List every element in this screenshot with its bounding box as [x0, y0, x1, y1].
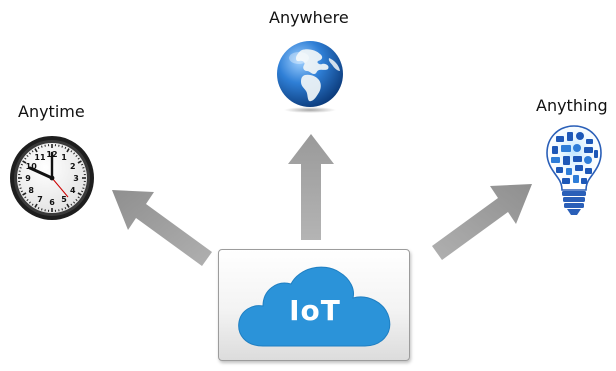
clock-tick	[22, 192, 27, 196]
clock-tick	[82, 187, 85, 189]
arrow-to-anywhere	[286, 132, 336, 242]
clock-tick	[64, 207, 67, 210]
clock-tick	[61, 208, 63, 211]
clock-tick	[37, 207, 40, 210]
iot-label: IoT	[289, 294, 341, 327]
clock-tick	[82, 167, 85, 169]
arrow-to-anything	[426, 176, 536, 266]
clock-tick	[75, 154, 78, 157]
clock-tick	[28, 201, 31, 204]
clock-tick	[34, 203, 38, 208]
clock-numeral: 3	[73, 174, 79, 183]
clock-tick	[77, 157, 80, 160]
clock-tick	[26, 154, 29, 157]
clock-tick	[70, 203, 73, 206]
clock-tick	[64, 146, 67, 149]
cloud-icon: IoT	[233, 260, 397, 354]
clock-tick	[31, 150, 34, 153]
clock-tick	[66, 203, 70, 208]
clock-tick	[77, 192, 82, 196]
clock-numeral: 9	[25, 174, 31, 183]
clock-tick	[28, 152, 31, 155]
clock-tick	[61, 145, 63, 148]
label-anything: Anything	[536, 96, 608, 115]
clock-numeral: 8	[28, 186, 34, 195]
clock-numeral: 2	[70, 162, 76, 171]
clock-tick	[24, 196, 27, 199]
clock-icon: 121234567891011	[8, 134, 96, 222]
clock-tick	[19, 167, 22, 169]
clock-tick	[73, 201, 76, 204]
clock-tick	[22, 160, 27, 164]
clock-tick	[81, 190, 84, 193]
clock-tick	[34, 148, 38, 153]
clock-numeral: 10	[26, 162, 38, 171]
clock-tick	[70, 150, 73, 153]
lightbulb-icon	[542, 122, 606, 218]
globe-icon	[272, 38, 348, 114]
clock-tick	[24, 157, 27, 160]
clock-numeral: 4	[70, 186, 76, 195]
arrow-to-anytime	[108, 182, 218, 272]
clock-tick	[31, 203, 34, 206]
clock-tick	[77, 160, 82, 164]
clock-tick	[77, 196, 80, 199]
clock-tick	[75, 199, 78, 202]
clock-tick	[41, 208, 43, 211]
clock-tick	[41, 145, 43, 148]
clock-numeral: 1	[61, 153, 67, 162]
clock-tick	[20, 190, 23, 193]
clock-tick	[66, 148, 70, 153]
clock-numeral: 7	[37, 195, 43, 204]
clock-numeral: 5	[61, 195, 67, 204]
label-anywhere: Anywhere	[269, 8, 349, 27]
clock-numeral: 11	[34, 153, 46, 162]
label-anytime: Anytime	[18, 102, 85, 121]
clock-tick	[37, 146, 40, 149]
clock-tick	[20, 163, 23, 166]
clock-tick	[26, 199, 29, 202]
clock-tick	[73, 152, 76, 155]
iot-center-box: IoT	[218, 249, 410, 361]
clock-tick	[81, 163, 84, 166]
clock-tick	[19, 187, 22, 189]
clock-numeral: 6	[49, 198, 55, 207]
